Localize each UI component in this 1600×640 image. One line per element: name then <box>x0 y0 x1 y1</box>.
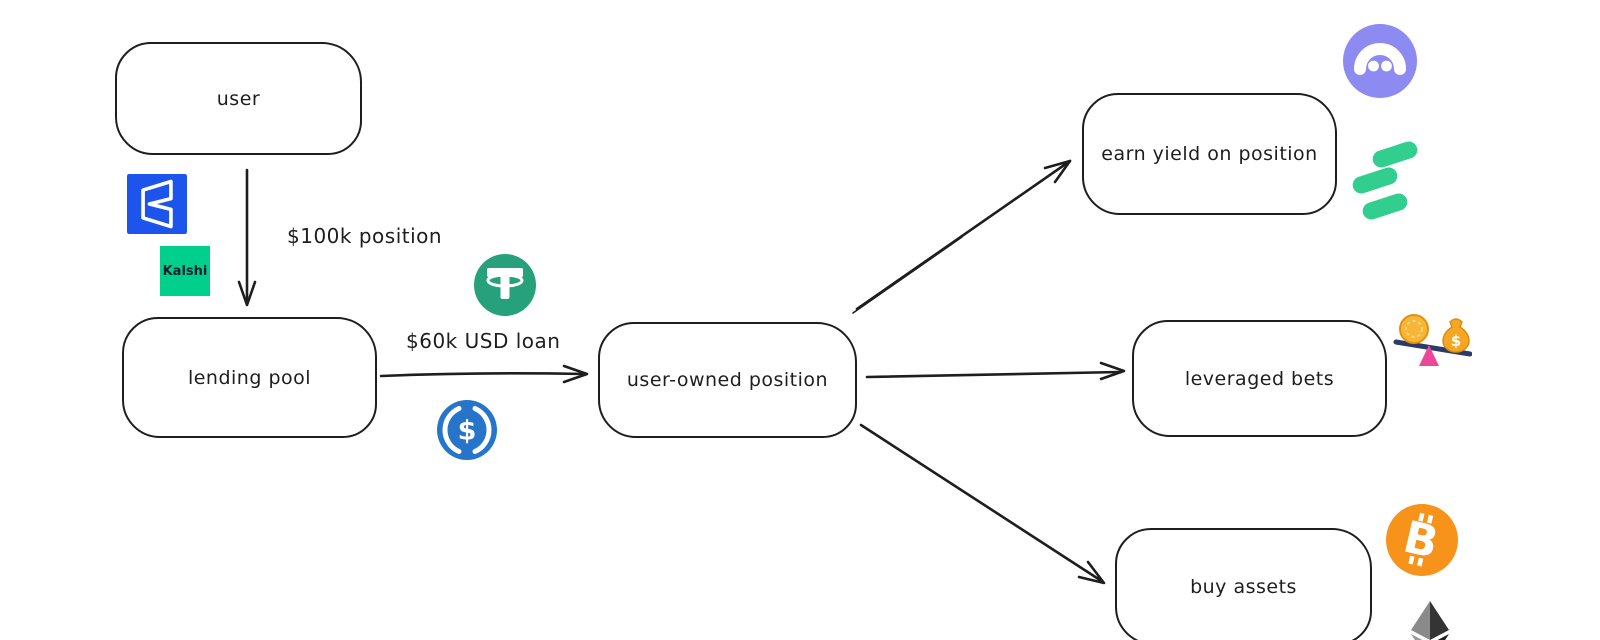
compound-finance-icon[interactable] <box>1350 138 1424 228</box>
node-user[interactable]: user <box>115 42 362 155</box>
node-lending-pool-label: lending pool <box>187 366 312 389</box>
tether-usdt-icon[interactable] <box>474 254 536 316</box>
node-buy-assets-label: buy assets <box>1190 575 1297 598</box>
arrow-position-to-earn-yield[interactable] <box>852 159 1072 314</box>
node-leveraged-bets-label: leveraged bets <box>1184 367 1335 390</box>
ethereum-icon[interactable] <box>1408 599 1452 640</box>
arrow-user-to-lending-pool[interactable] <box>237 168 257 307</box>
kalshi-icon[interactable]: Kalshi <box>160 246 210 296</box>
bitcoin-icon[interactable]: B <box>1386 504 1458 576</box>
arrow-lending-pool-to-position[interactable] <box>379 364 589 384</box>
purple-arch-protocol-icon[interactable] <box>1343 24 1417 98</box>
polymarket-icon[interactable] <box>127 174 187 234</box>
node-user-owned-position-label: user-owned position <box>626 369 829 391</box>
money-bag-dollar-glyph: $ <box>1451 332 1461 350</box>
usdc-icon[interactable]: $ <box>437 400 497 460</box>
edge-label-60k-loan[interactable]: $60k USD loan <box>406 329 561 353</box>
leverage-seesaw-icon[interactable]: $ <box>1386 300 1473 372</box>
arrow-position-to-buy-assets[interactable] <box>859 423 1106 585</box>
node-lending-pool[interactable]: lending pool <box>122 317 377 438</box>
node-earn-yield[interactable]: earn yield on position <box>1082 93 1337 215</box>
usdc-dollar-glyph: $ <box>458 416 477 447</box>
kalshi-wordmark: Kalshi <box>162 263 208 279</box>
arrow-position-to-leveraged-bets[interactable] <box>865 361 1126 381</box>
node-leveraged-bets[interactable]: leveraged bets <box>1132 320 1387 437</box>
node-user-owned-position[interactable]: user-owned position <box>598 322 857 438</box>
node-user-label: user <box>216 87 261 110</box>
node-buy-assets[interactable]: buy assets <box>1115 528 1372 640</box>
edge-label-100k-position[interactable]: $100k position <box>287 224 443 248</box>
node-earn-yield-label: earn yield on position <box>1101 143 1318 165</box>
